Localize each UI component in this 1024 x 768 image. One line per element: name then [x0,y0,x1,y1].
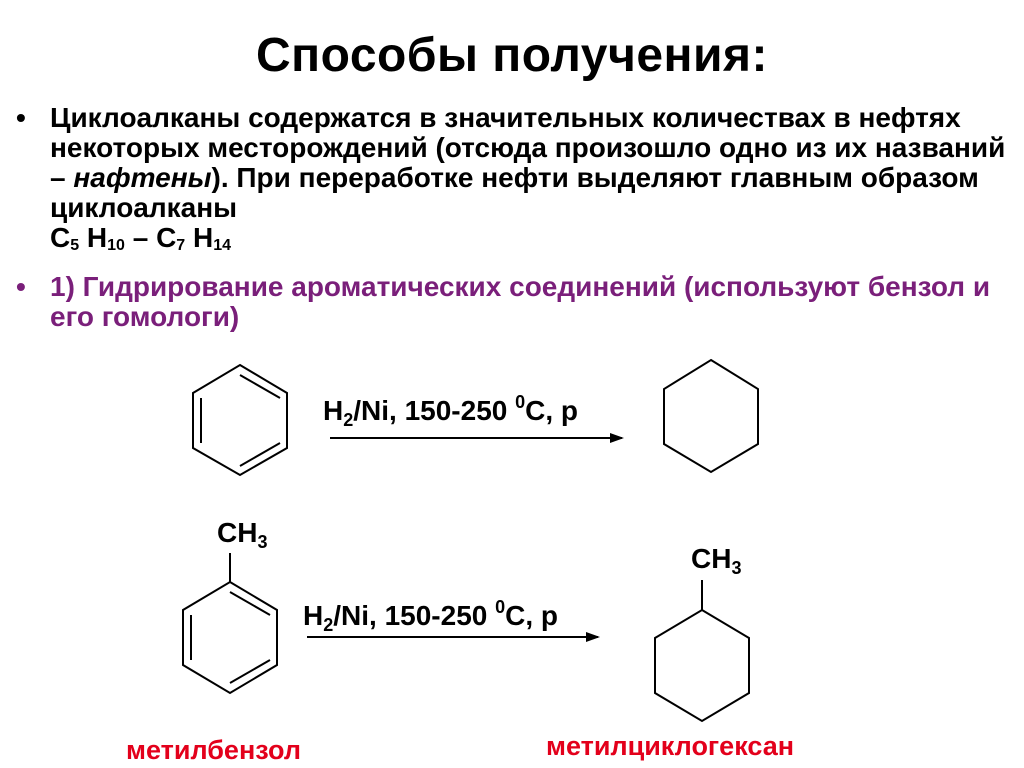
formula-range: C5 H10 – C7 H14 [50,222,231,255]
bullet-text: 1) Гидрирование ароматических соединений… [50,271,991,332]
methylcyclohexane-ring [654,580,750,723]
bullet-marker: • [16,102,26,133]
toluene-ring [182,553,278,695]
conditions-2: H2/Ni, 150-250 0C, p [303,597,559,635]
bullet-emphasis: нафтены [73,162,212,193]
page-title: Способы получения: [255,29,769,82]
ch3-right: CH3 [691,543,742,578]
label-methylbenzene: метилбензол [126,735,301,765]
label-methylcyclohexane: метилциклогексан [546,731,795,761]
bullet-naphthenes: • Циклоалканы содержатся в значительных … [16,102,1010,261]
bullet-hydrogenation: • 1) Гидрирование ароматических соединен… [16,271,1010,332]
bullet-marker: • [16,271,26,302]
bullet-text-b: ). При переработке нефти выделяют главны… [50,162,979,223]
cyclohexane-ring [663,358,759,474]
conditions-1: H2/Ni, 150-250 0C, p [323,392,579,430]
ch3-left: CH3 [217,517,268,552]
bullet-text-a: Циклоалканы содержатся в значительных ко… [50,102,1006,193]
benzene-ring [192,363,288,477]
